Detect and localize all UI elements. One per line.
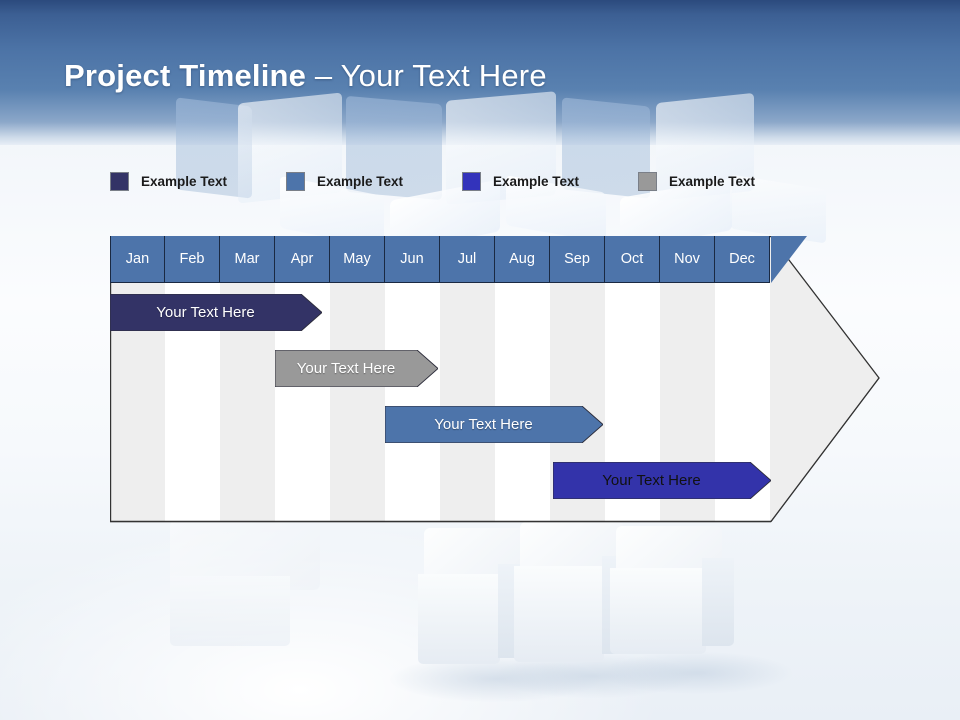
- month-header-sep[interactable]: Sep: [550, 236, 605, 283]
- month-header-mar[interactable]: Mar: [220, 236, 275, 283]
- month-header-dec[interactable]: Dec: [715, 236, 770, 283]
- month-header-aug[interactable]: Aug: [495, 236, 550, 283]
- legend-swatch-icon-1: [110, 171, 129, 191]
- legend-swatch-icon-4: [638, 171, 657, 191]
- month-header-jun[interactable]: Jun: [385, 236, 440, 283]
- task-bar-4[interactable]: Your Text Here: [553, 462, 771, 499]
- task-bar-arrow-shape-4: [553, 462, 771, 499]
- task-bar-3[interactable]: Your Text Here: [385, 406, 603, 443]
- legend-item-1[interactable]: Example Text: [110, 168, 227, 194]
- page-title-strong: Project Timeline: [64, 58, 307, 93]
- month-header-jan[interactable]: Jan: [110, 236, 165, 283]
- task-bar-arrow-shape-1: [110, 294, 322, 331]
- month-header-may[interactable]: May: [330, 236, 385, 283]
- month-header-arrow-corner: [771, 236, 807, 283]
- task-bar-2[interactable]: Your Text Here: [275, 350, 438, 387]
- legend-label-4: Example Text: [669, 173, 756, 189]
- legend: Example Text Example Text Example Text Exam…: [110, 168, 810, 194]
- legend-label-1: Example Text: [141, 173, 228, 189]
- month-header-oct[interactable]: Oct: [605, 236, 660, 283]
- task-bar-1[interactable]: Your Text Here: [110, 294, 322, 331]
- legend-swatch-icon-2: [286, 171, 305, 191]
- month-header-nov[interactable]: Nov: [660, 236, 715, 283]
- task-bar-arrow-shape-2: [275, 350, 438, 387]
- month-header-feb[interactable]: Feb: [165, 236, 220, 283]
- month-header-apr[interactable]: Apr: [275, 236, 330, 283]
- page-title-light: – Your Text Here: [306, 58, 547, 93]
- legend-item-2[interactable]: Example Text: [286, 168, 403, 194]
- legend-item-4[interactable]: Example Text: [638, 168, 755, 194]
- task-bar-arrow-shape-3: [385, 406, 603, 443]
- legend-label-2: Example Text: [317, 173, 404, 189]
- page-title: Project Timeline – Your Text Here: [64, 58, 547, 94]
- month-header-jul[interactable]: Jul: [440, 236, 495, 283]
- legend-item-3[interactable]: Example Text: [462, 168, 579, 194]
- legend-label-3: Example Text: [493, 173, 580, 189]
- legend-swatch-icon-3: [462, 171, 481, 191]
